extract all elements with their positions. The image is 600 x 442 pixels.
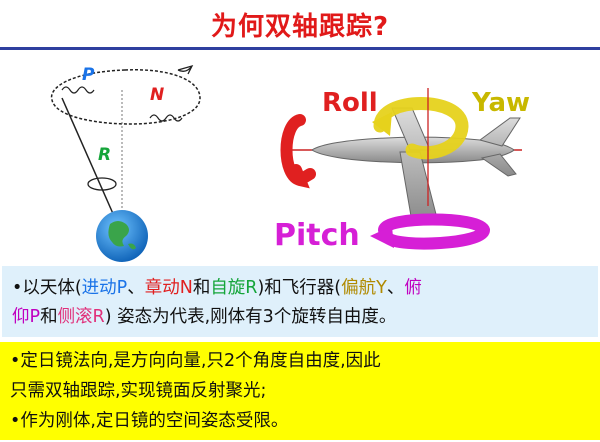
info-text-2: )和飞行器( xyxy=(257,278,342,298)
info-text-1: 以天体( xyxy=(22,278,82,298)
yaw-arrow-icon xyxy=(373,97,469,160)
aircraft-tail xyxy=(478,117,521,177)
label-roll: Roll xyxy=(322,88,378,118)
yaw-arrow-head-icon xyxy=(372,112,392,136)
info-text-3: ) 姿态为代表,刚体有3个旋转自由度。 xyxy=(104,307,397,327)
label-pitch: Pitch xyxy=(274,218,360,253)
aircraft-wing xyxy=(391,107,439,223)
note-line-1: •定日镜法向,是方向向量,只2个角度自由度,因此 xyxy=(10,351,381,371)
note-line-2: 只需双轴跟踪,实现镜面反射聚光; xyxy=(10,381,267,401)
info-box: •以天体(进动P、章动N和自旋R)和飞行器(偏航Y、俯 仰P和侧滚R) 姿态为代… xyxy=(2,266,598,337)
globe-land xyxy=(108,221,136,250)
pitch-arrow-icon xyxy=(378,213,491,250)
spin-ellipse xyxy=(87,177,117,191)
aircraft-rotation-diagram: Roll Yaw Pitch xyxy=(274,88,530,253)
conjunction: 和 xyxy=(192,278,211,298)
precession-orbit xyxy=(50,69,201,125)
info-line-1: •以天体(进动P、章动N和自旋R)和飞行器(偏航Y、俯 xyxy=(12,274,588,303)
nutation-arrow-icon xyxy=(177,64,194,75)
separator: 、 xyxy=(127,278,145,298)
label-yaw: Yaw xyxy=(471,88,530,118)
nutation-term: 章动N xyxy=(144,278,193,298)
title-divider xyxy=(0,47,600,50)
roll-term: 侧滚R xyxy=(57,307,105,327)
separator: 、 xyxy=(386,278,405,298)
rotation-term: 自旋R xyxy=(210,278,258,298)
page-title: 为何双轴跟踪? xyxy=(210,12,390,42)
note-line-3: •作为刚体,定日镜的空间姿态受限。 xyxy=(10,411,289,431)
bullet: • xyxy=(12,278,23,298)
info-line-2: 仰P和侧滚R) 姿态为代表,刚体有3个旋转自由度。 xyxy=(12,303,588,332)
roll-arrow-icon xyxy=(280,114,316,189)
pitch-term-end: 仰P xyxy=(12,307,41,327)
rotation-axis xyxy=(61,97,119,226)
yaw-term: 偏航Y xyxy=(341,278,387,298)
pitch-term-start: 俯 xyxy=(404,278,422,298)
label-p: P xyxy=(82,65,95,85)
pitch-arrow-head-icon xyxy=(370,226,394,248)
nutation-wave xyxy=(61,86,183,122)
notes-box: •定日镜法向,是方向向量,只2个角度自由度,因此 只需双轴跟踪,实现镜面反射聚光… xyxy=(0,342,600,440)
label-r: R xyxy=(98,145,111,165)
label-n: N xyxy=(150,85,164,105)
conjunction: 和 xyxy=(40,307,58,327)
rotation-illustration: P N R Roll Yaw Pitch xyxy=(50,64,530,262)
celestial-rotation-diagram: P N R xyxy=(50,64,201,262)
precession-term: 进动P xyxy=(81,278,128,298)
